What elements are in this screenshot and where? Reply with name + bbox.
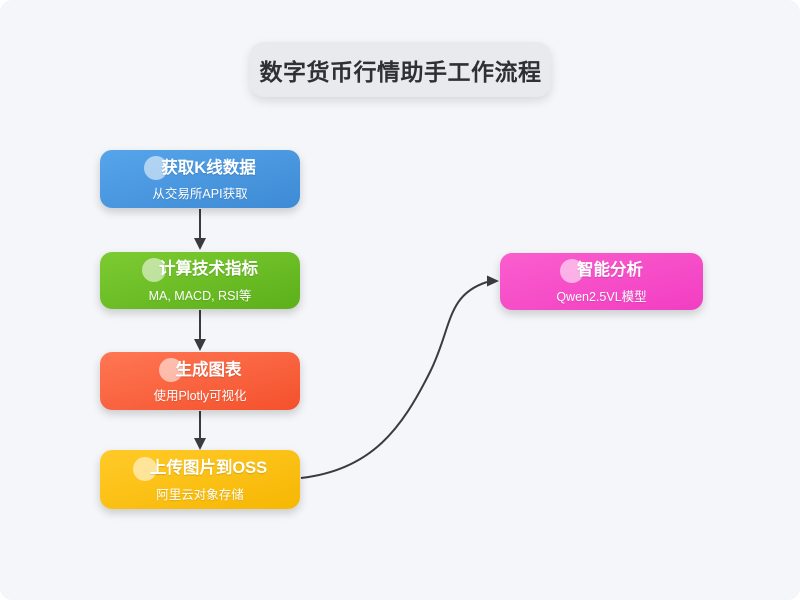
brain-emoji-icon [560, 258, 584, 283]
node-title: 生成图表 [175, 360, 242, 379]
node-subtitle: 从交易所API获取 [152, 187, 248, 201]
node-title-row: 计算技术指标 [142, 257, 258, 282]
diagram-title-text: 数字货币行情助手工作流程 [259, 58, 542, 85]
node-fetch-kline: 获取K线数据 从交易所API获取 [100, 150, 300, 208]
arrowhead-down-1 [194, 238, 206, 250]
arrowhead-down-2 [194, 339, 206, 351]
connector-upload-to-analysis [300, 281, 488, 479]
node-upload-oss: 上传图片到OSS 阿里云对象存储 [100, 450, 300, 509]
node-title-row: 生成图表 [158, 358, 242, 382]
node-title: 获取K线数据 [161, 158, 256, 177]
gear-emoji-icon [142, 257, 166, 282]
node-title: 计算技术指标 [159, 260, 258, 279]
graph-emoji-icon [158, 358, 183, 382]
node-title-row: 智能分析 [560, 258, 643, 283]
chart-emoji-icon [144, 156, 169, 180]
node-title: 智能分析 [577, 261, 643, 280]
node-subtitle: 使用Plotly可视化 [153, 389, 247, 403]
diagram-title: 数字货币行情助手工作流程 [250, 42, 551, 97]
arrowhead-right [487, 275, 499, 287]
node-generate-chart: 生成图表 使用Plotly可视化 [100, 352, 300, 410]
upload-emoji-icon [132, 456, 157, 481]
node-subtitle: Qwen2.5VL模型 [556, 289, 647, 304]
node-title-row: 上传图片到OSS [132, 456, 268, 481]
arrowhead-down-3 [194, 438, 206, 450]
node-subtitle: MA, MACD, RSI等 [148, 288, 252, 303]
node-title: 上传图片到OSS [149, 459, 268, 478]
node-compute-indicators: 计算技术指标 MA, MACD, RSI等 [100, 252, 300, 309]
node-ai-analysis: 智能分析 Qwen2.5VL模型 [500, 253, 703, 310]
node-subtitle: 阿里云对象存储 [156, 487, 244, 502]
node-title-row: 获取K线数据 [144, 156, 256, 180]
